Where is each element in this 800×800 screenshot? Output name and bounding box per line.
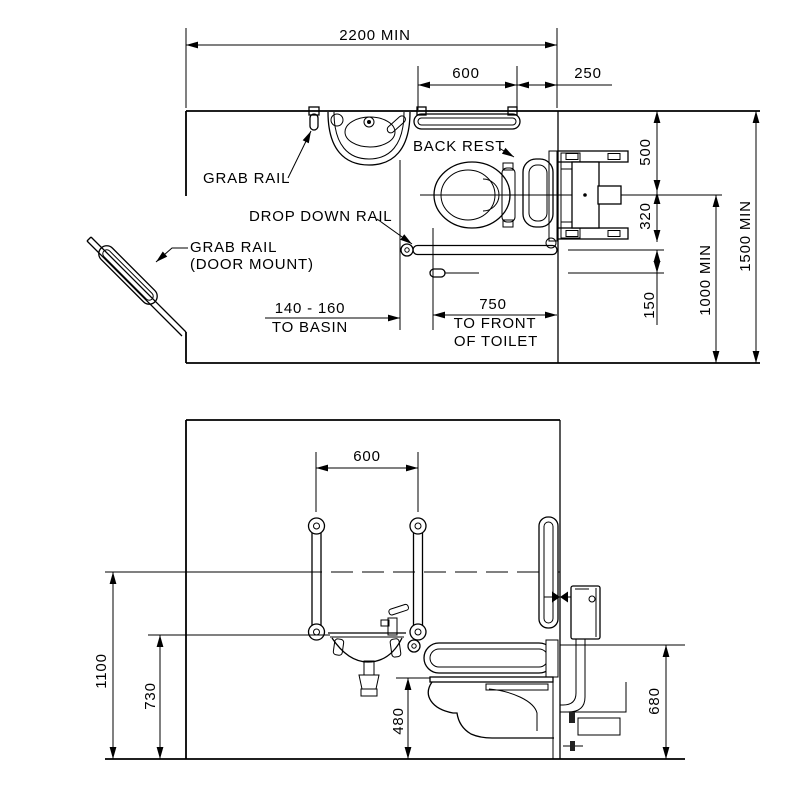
dim-toilet-projection-note2: OF TOILET [453,332,539,350]
plan-basin [327,111,411,166]
label-back-rest: BACK REST [413,138,506,155]
label-grab-rail: GRAB RAIL [203,170,291,187]
elev-drop-down-rail [407,639,559,678]
plan-leader-lines [155,130,515,263]
dim-elev-rail-spacing: 600 [353,447,381,465]
dim-wall-to-centerline: 500 [636,138,654,166]
dim-rail-gap: 150 [640,291,658,319]
elev-tap [380,603,409,636]
plan-door [86,236,187,337]
plan-backrest [522,150,558,249]
dim-toilet-projection: 750 [479,295,507,313]
elev-basin [328,632,406,697]
label-door-grab-rail-line1: GRAB RAIL [190,239,278,256]
dim-basin-rim-height: 730 [141,682,159,710]
plan-grab-rail-600 [413,106,521,130]
plan-wheelchair [557,150,629,240]
plan-toilet [420,161,722,229]
elev-folded-rail [538,516,559,629]
dim-overall-width: 2200 MIN [339,26,411,44]
plan-drop-down-rail [400,243,558,257]
plan-dimension-lines [185,28,760,363]
elev-grab-rails [307,517,427,641]
label-drop-down-rail: DROP DOWN RAIL [249,208,393,225]
plan-door-grab-rail [98,245,158,305]
dim-toilet-to-basin: 140 - 160 [274,299,346,317]
dim-toilet-projection-note1: TO FRONT [453,314,537,332]
dim-grab-rail-height: 1100 [92,653,110,689]
dim-rail-to-corner: 250 [574,64,602,82]
elev-flush-pipe [560,639,627,751]
dim-toilet-seat-height: 480 [389,707,407,735]
plan-grab-rail-stub [308,106,320,131]
dim-toilet-to-basin-note: TO BASIN [271,318,349,336]
dim-drop-down-rail-height: 680 [645,687,663,715]
elev-dimension-lines [109,452,685,759]
dim-centerline-to-rail: 320 [636,202,654,230]
label-door-grab-rail-line2: (DOOR MOUNT) [190,256,314,273]
dim-room-depth: 1500 MIN [736,200,754,272]
dim-centerline-to-far-wall: 1000 MIN [696,244,714,316]
elev-room-walls [105,419,685,760]
dim-grab-rail-length: 600 [452,64,480,82]
plan-roll-holder [429,268,479,278]
elev-toilet [427,676,554,739]
